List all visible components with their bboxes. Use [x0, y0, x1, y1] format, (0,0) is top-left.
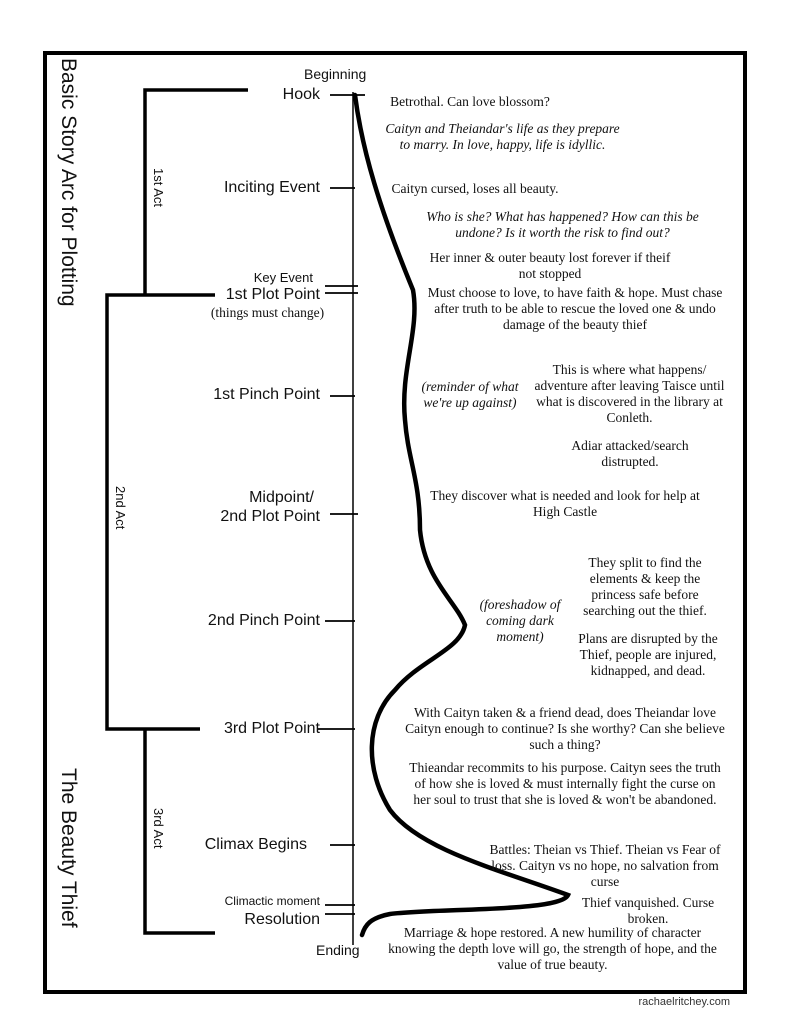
midpoint-label: Midpoint/	[249, 489, 314, 506]
pinch-point-2-label: 2nd Pinch Point	[207, 612, 320, 629]
note-recommits: Thieandar recommits to his purpose. Cait…	[409, 760, 721, 807]
book-title: The Beauty Thief	[57, 768, 80, 928]
ending-label: Ending	[316, 942, 360, 958]
note-questions: Who is she? What has happened? How can t…	[426, 209, 699, 240]
pinch-point-1-label: 1st Pinch Point	[213, 386, 320, 403]
note-reminder: (reminder of what we're up against)	[421, 379, 519, 410]
climactic-moment-label: Climactic moment	[224, 894, 320, 908]
note-friend-dead: With Caityn taken & a friend dead, does …	[405, 705, 725, 752]
note-cursed: Caityn cursed, loses all beauty.	[391, 181, 559, 196]
note-must-choose: Must choose to love, to have faith & hop…	[427, 285, 723, 332]
plot-point-1-note: (things must change)	[210, 305, 325, 320]
note-split: They split to find the elements & keep t…	[583, 555, 707, 618]
note-betrothal: Betrothal. Can love blossom?	[390, 94, 550, 109]
story-arc-curve	[352, 92, 572, 938]
act-label-1: 1st Act	[151, 168, 166, 208]
note-plans-disrupted: Plans are disrupted by the Thief, people…	[578, 631, 718, 678]
timeline-ticks	[318, 94, 365, 915]
note-marriage: Marriage & hope restored. A new humility…	[388, 925, 717, 972]
main-title: Basic Story Arc for Plotting	[57, 58, 80, 307]
inciting-event-label: Inciting Event	[223, 179, 320, 196]
key-event-label: Key Event	[253, 270, 313, 285]
note-adventure: This is where what happens/ adventure af…	[534, 362, 725, 425]
note-life-before: Caityn and Theiandar's life as they prep…	[385, 121, 620, 152]
note-foreshadow: (foreshadow of coming dark moment)	[479, 597, 561, 644]
note-beauty-lost: Her inner & outer beauty lost forever if…	[429, 250, 671, 281]
note-vanquished: Thief vanquished. Curse broken.	[581, 895, 715, 926]
climax-begins-label: Climax Begins	[204, 836, 307, 853]
note-adiar: Adiar attacked/search distrupted.	[571, 438, 689, 469]
plot-point-1-label: 1st Plot Point	[225, 286, 320, 303]
resolution-label: Resolution	[244, 911, 320, 928]
plot-point-3-label: 3rd Plot Point	[223, 720, 320, 737]
act-label-2: 2nd Act	[113, 486, 128, 530]
note-battles: Battles: Theian vs Thief. Theian vs Fear…	[489, 842, 721, 889]
act-label-3: 3rd Act	[151, 808, 166, 849]
act-brackets	[105, 88, 248, 935]
credit-link: rachaelritchey.com	[638, 996, 731, 1008]
note-discover: They discover what is needed and look fo…	[430, 488, 700, 519]
outer-border	[43, 51, 747, 994]
beginning-label: Beginning	[304, 66, 367, 82]
hook-label: Hook	[282, 86, 320, 103]
plot-point-2-label: 2nd Plot Point	[220, 508, 320, 525]
